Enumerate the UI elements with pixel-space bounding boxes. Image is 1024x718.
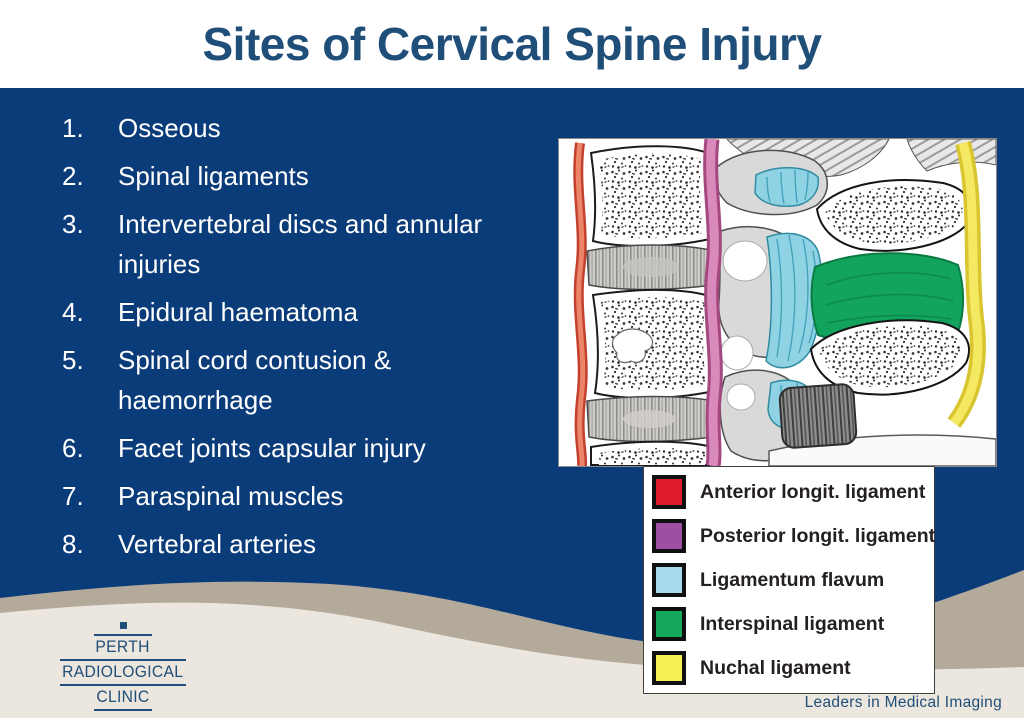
- spine-illustration: [558, 138, 997, 467]
- list-item: 4. Epidural haematoma: [62, 292, 532, 332]
- item-number: 3.: [62, 209, 84, 239]
- item-label: Epidural haematoma: [118, 297, 358, 327]
- item-label: Spinal cord contusion & haemorrhage: [118, 345, 392, 415]
- item-number: 2.: [62, 161, 84, 191]
- spine-illustration-svg: [559, 139, 996, 466]
- legend-row: Nuchal ligament: [652, 651, 928, 685]
- logo-rule: [60, 659, 186, 661]
- legend-label: Nuchal ligament: [700, 656, 851, 679]
- item-label: Paraspinal muscles: [118, 481, 344, 511]
- legend-row: Posterior longit. ligament: [652, 519, 935, 553]
- logo-line-clinic: CLINIC: [96, 688, 150, 706]
- legend-swatch-red: [652, 475, 686, 509]
- page-title: Sites of Cervical Spine Injury: [202, 18, 822, 70]
- list-item: 7. Paraspinal muscles: [62, 476, 532, 516]
- list-item: 3. Intervertebral discs and annular inju…: [62, 204, 532, 284]
- legend-row: Ligamentum flavum: [652, 563, 928, 597]
- logo-line-radiological: RADIOLOGICAL: [62, 663, 184, 681]
- logo-line-perth: PERTH: [95, 638, 151, 656]
- header: Sites of Cervical Spine Injury: [0, 0, 1024, 88]
- item-number: 4.: [62, 297, 84, 327]
- list-item: 5. Spinal cord contusion & haemorrhage: [62, 340, 532, 420]
- list-item: 2. Spinal ligaments: [62, 156, 532, 196]
- legend-row: Interspinal ligament: [652, 607, 928, 641]
- ligament-legend: Anterior longit. ligament Posterior long…: [643, 466, 935, 694]
- item-number: 7.: [62, 481, 84, 511]
- logo-rule: [94, 634, 152, 636]
- injury-list: 1. Osseous 2. Spinal ligaments 3. Interv…: [62, 108, 532, 572]
- legend-swatch-purple: [652, 519, 686, 553]
- prc-logo: PERTH RADIOLOGICAL CLINIC: [58, 622, 188, 713]
- legend-label: Posterior longit. ligament: [700, 524, 936, 547]
- legend-label: Ligamentum flavum: [700, 568, 885, 591]
- item-label: Intervertebral discs and annular injurie…: [118, 209, 483, 279]
- legend-label: Interspinal ligament: [700, 612, 885, 635]
- legend-swatch-lightblue: [652, 563, 686, 597]
- legend-swatch-green: [652, 607, 686, 641]
- logo-rule: [60, 684, 186, 686]
- item-number: 8.: [62, 529, 84, 559]
- item-number: 5.: [62, 345, 84, 375]
- item-number: 1.: [62, 113, 84, 143]
- item-label: Vertebral arteries: [118, 529, 316, 559]
- list-item: 8. Vertebral arteries: [62, 524, 532, 564]
- legend-label: Anterior longit. ligament: [700, 480, 926, 503]
- legend-swatch-yellow: [652, 651, 686, 685]
- logo-square-icon: [119, 622, 127, 629]
- item-label: Spinal ligaments: [118, 161, 309, 191]
- legend-row: Anterior longit. ligament: [652, 475, 928, 509]
- list-item: 1. Osseous: [62, 108, 532, 148]
- list-item: 6. Facet joints capsular injury: [62, 428, 532, 468]
- item-label: Facet joints capsular injury: [118, 433, 426, 463]
- item-label: Osseous: [118, 113, 221, 143]
- item-number: 6.: [62, 433, 84, 463]
- tagline: Leaders in Medical Imaging: [804, 694, 1002, 711]
- logo-rule: [94, 709, 152, 711]
